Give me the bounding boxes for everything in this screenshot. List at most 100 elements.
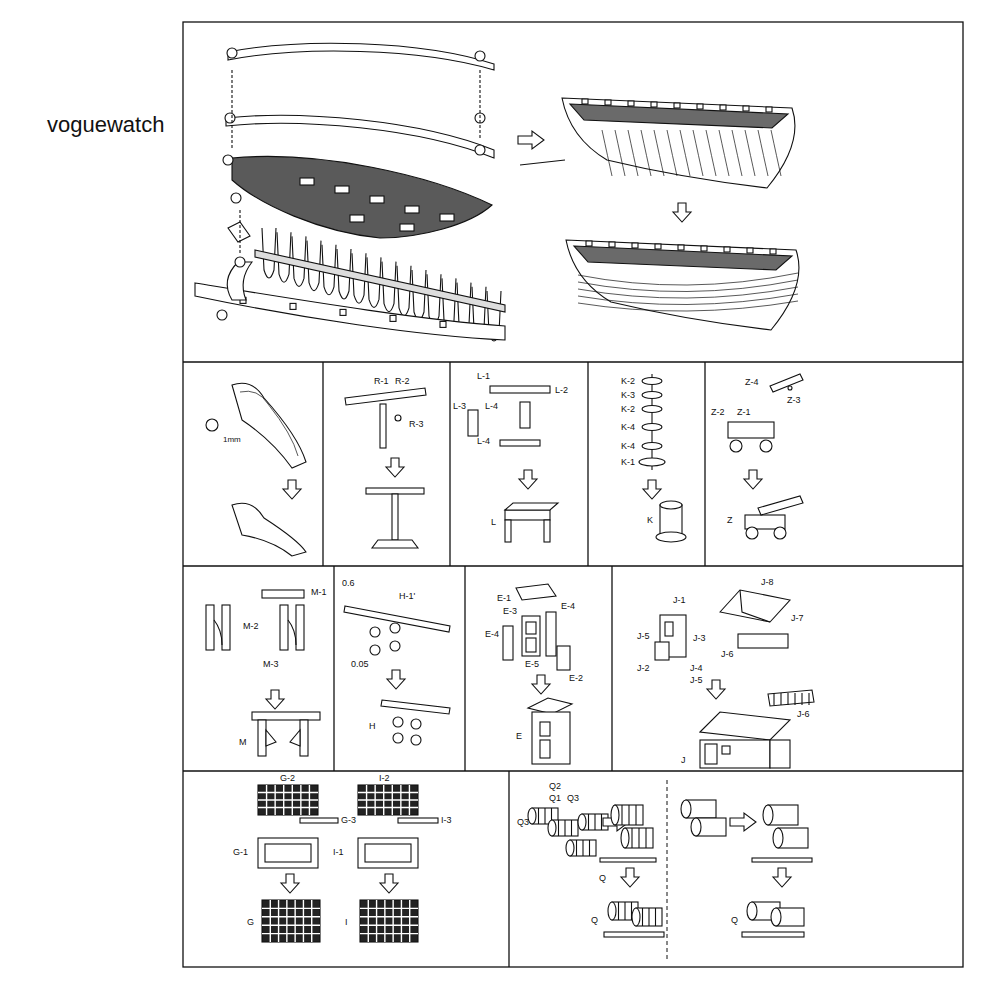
part-line	[578, 301, 798, 311]
part-label: E-2	[568, 674, 584, 683]
part-disc	[608, 902, 616, 920]
part-circle	[223, 155, 233, 165]
part-block	[398, 818, 438, 823]
part-line	[578, 280, 798, 292]
part-label: J-5	[689, 676, 704, 685]
part-label: Q2	[548, 782, 562, 791]
part-block	[405, 206, 419, 213]
part-line	[232, 383, 306, 468]
part-line	[290, 730, 300, 746]
part-circle	[393, 733, 403, 743]
part-block	[300, 818, 338, 823]
part-circle	[390, 623, 400, 633]
part-label: J-2	[636, 664, 651, 673]
part-block	[651, 102, 657, 107]
part-block	[262, 900, 320, 942]
part-label: Z	[726, 516, 734, 525]
part-circle	[393, 717, 403, 727]
part-line	[372, 540, 418, 548]
part-block	[400, 224, 414, 231]
step-arrow	[643, 480, 661, 499]
part-block	[604, 932, 664, 937]
part-block	[440, 214, 454, 221]
part-disc	[642, 424, 662, 431]
part-block	[540, 740, 550, 758]
part-line	[232, 503, 306, 556]
part-disc	[566, 840, 574, 856]
part-circle	[206, 419, 218, 431]
step-arrow	[283, 480, 301, 499]
part-label: J-7	[790, 614, 805, 623]
part-label: 0.05	[350, 660, 370, 669]
part-line	[381, 700, 450, 714]
part-label: Z-2	[710, 408, 726, 417]
part-label: J	[680, 756, 687, 765]
part-block	[290, 303, 296, 309]
part-block	[490, 386, 550, 393]
part-block	[365, 844, 411, 862]
part-line	[758, 130, 768, 176]
part-block	[206, 605, 214, 650]
part-line	[770, 374, 803, 392]
part-block	[665, 622, 673, 636]
part-block	[280, 605, 288, 650]
part-block	[700, 740, 770, 768]
part-label: L	[490, 518, 497, 527]
part-label: Z-1	[736, 408, 752, 417]
part-label: R-2	[394, 377, 411, 386]
part-line	[615, 130, 625, 176]
part-label: 0.6	[341, 579, 356, 588]
parts	[195, 43, 814, 942]
part-block	[743, 106, 749, 111]
part-line	[602, 130, 612, 176]
part-label: Q3	[566, 794, 580, 803]
part-block	[605, 100, 611, 105]
part-circle	[411, 735, 421, 745]
part-line	[654, 130, 664, 176]
part-circle	[390, 641, 400, 651]
part-line	[628, 130, 638, 176]
step-arrow	[673, 203, 691, 222]
part-label: Q3	[516, 818, 530, 827]
part-disc	[763, 805, 773, 825]
part-block	[258, 838, 318, 868]
part-block	[546, 612, 556, 656]
part-label: K-4	[620, 442, 636, 451]
part-disc	[691, 818, 701, 836]
part-block	[738, 634, 788, 648]
part-disc	[632, 908, 640, 926]
part-line	[288, 620, 296, 645]
part-disc	[639, 458, 665, 466]
part-block	[360, 900, 418, 942]
part-circle	[217, 310, 227, 320]
part-block	[350, 215, 364, 222]
part-block	[609, 242, 615, 247]
part-label: L-4	[484, 402, 499, 411]
part-block	[440, 321, 446, 327]
step-arrow	[386, 458, 404, 477]
step-arrow	[387, 670, 405, 689]
part-circle	[231, 193, 241, 203]
part-block	[770, 249, 776, 254]
step-arrow	[532, 675, 550, 694]
part-line	[578, 273, 798, 285]
part-block	[628, 101, 634, 106]
part-line	[641, 130, 651, 176]
part-label: J-3	[692, 634, 707, 643]
frame	[183, 22, 963, 967]
part-line	[412, 270, 426, 320]
part-block	[752, 858, 812, 862]
part-block	[770, 740, 790, 768]
step-arrow	[730, 813, 756, 831]
part-circle	[235, 257, 245, 267]
part-line	[680, 130, 690, 176]
part-label: I-1	[332, 848, 345, 857]
part-line	[719, 130, 729, 176]
part-line	[214, 620, 222, 645]
part-block	[258, 720, 266, 756]
part-line	[732, 130, 742, 176]
part-disc	[642, 378, 662, 385]
part-line	[768, 690, 814, 706]
part-circle	[475, 145, 485, 155]
